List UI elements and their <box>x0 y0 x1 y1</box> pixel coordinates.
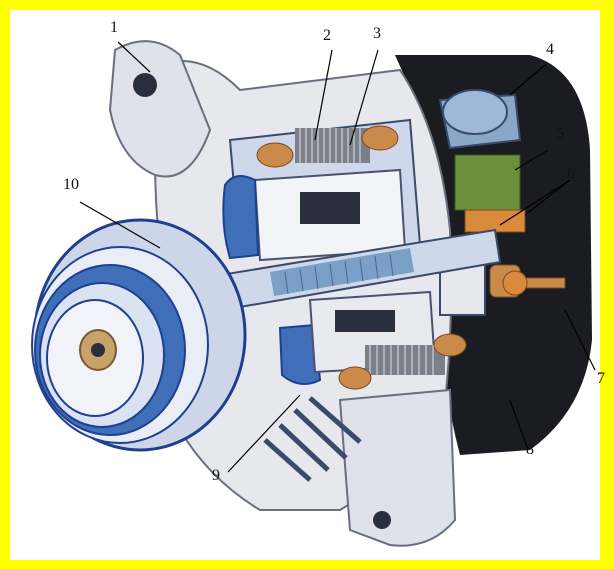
callout-label-2: 2 <box>323 27 331 44</box>
stator-lamination-bottom <box>365 345 445 375</box>
stator-winding-top-right <box>361 125 399 151</box>
callout-label-7: 7 <box>597 370 605 387</box>
alternator-cutaway-illustration <box>31 40 596 547</box>
callout-label-4: 4 <box>546 41 554 58</box>
callout-label-1: 1 <box>110 19 118 36</box>
stator-winding-bottom-left <box>338 366 372 390</box>
cooling-fins <box>263 396 362 482</box>
front-bearing-lower <box>278 323 322 385</box>
regulator-bracket <box>454 154 521 211</box>
mounting-lug <box>108 40 212 178</box>
lower-mounting-lug <box>338 388 457 547</box>
diagram-panel <box>10 10 600 560</box>
callout-label-10: 10 <box>63 176 79 193</box>
regulator-cap <box>442 89 508 135</box>
rotor-field-coil-lower <box>335 310 395 332</box>
front-bearing-upper <box>222 175 260 260</box>
stator-winding-bottom-right <box>433 333 467 357</box>
mounting-hole <box>133 73 157 97</box>
callout-label-8: 8 <box>526 441 534 458</box>
callout-label-6: 6 <box>567 165 575 182</box>
drive-pulley <box>31 218 247 452</box>
stator-winding-top-left <box>256 142 294 168</box>
rotor-field-coil-upper <box>300 192 360 224</box>
rear-terminal-stud <box>502 270 566 296</box>
callout-label-9: 9 <box>212 467 220 484</box>
callout-label-5: 5 <box>556 125 564 142</box>
leader-lines <box>79 41 596 473</box>
callout-label-3: 3 <box>373 25 381 42</box>
brush-holder <box>464 209 526 233</box>
lower-mounting-hole <box>373 511 391 529</box>
stator-lamination-top <box>295 128 370 163</box>
